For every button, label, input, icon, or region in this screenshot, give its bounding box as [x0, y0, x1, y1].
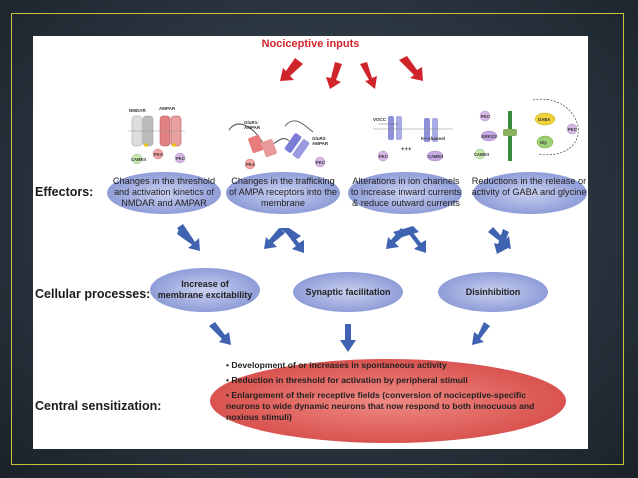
process-text-1: Increase of membrane excitability	[150, 279, 260, 301]
ion-channels-icon	[373, 116, 453, 162]
branch-arrow-2	[264, 228, 304, 253]
row-label-central: Central sensitization:	[35, 399, 162, 413]
central-bullet-3: • Enlargement of their receptive fields …	[226, 390, 535, 422]
central-sensitization-ellipse	[210, 359, 566, 443]
ampa-trafficking-icon	[228, 120, 326, 170]
row-label-cellular: Cellular processes:	[35, 287, 151, 301]
label-pka-1: PKA	[154, 152, 163, 157]
label-pkc-5: PKC	[568, 127, 577, 132]
diagram-graphics	[107, 56, 587, 443]
process-ellipse-2	[293, 272, 403, 312]
process-2-line1: Synaptic facilitation	[305, 287, 391, 297]
effector-2-line1: Changes in the trafficking	[231, 176, 335, 186]
down-arrow-1	[209, 322, 231, 345]
effector-text-1: Changes in the threshold and activation …	[107, 176, 221, 209]
label-kchannel: K+ channel	[421, 136, 446, 141]
effector-ellipse-4	[473, 172, 587, 214]
effector-ellipse-3	[348, 172, 462, 214]
label-pkc-4: PKC	[481, 114, 490, 119]
label-pkc-2: PKC	[316, 160, 325, 165]
process-text-2: Synaptic facilitation	[293, 287, 403, 298]
effector-text-4: Reductions in the release or activity of…	[470, 176, 588, 198]
effector-text-3: Alterations in ion channels to increase …	[347, 176, 465, 209]
process-ellipse-3	[438, 272, 548, 312]
label-vocc: VOCC	[373, 117, 387, 122]
diagram-title: Nociceptive inputs	[261, 38, 360, 50]
central-bullet-2: • Reduction in threshold for activation …	[226, 375, 468, 385]
row-label-effectors: Effectors:	[35, 185, 94, 199]
effector-text-2: Changes in the trafficking of AMPA recep…	[225, 176, 341, 209]
input-arrow-2	[326, 62, 342, 89]
effector-4-line2: activity of GABA and glycine	[471, 187, 587, 197]
diagram-slide: Nociceptive inputs NMDAR AMPAR CAMKII PK…	[33, 36, 588, 449]
effector-4-line1: Reductions in the release or	[471, 176, 587, 186]
effector-ellipse-2	[226, 172, 340, 214]
effector-2-line3: membrane	[261, 198, 305, 208]
label-nmdar: NMDAR	[129, 108, 146, 113]
down-arrow-3	[472, 322, 490, 345]
down-arrow-2	[340, 324, 356, 352]
nmdar-ampar-icon	[128, 115, 186, 165]
label-pkc-1: PKC	[176, 156, 185, 161]
label-camkii-3: CAMKII	[428, 154, 443, 159]
effector-1-line1: Changes in the threshold	[112, 176, 216, 186]
label-camkii-1: CAMKII	[131, 157, 146, 162]
effector-3-line2: to increase inward currents	[350, 187, 462, 197]
label-pkc-3: PKC	[379, 154, 388, 159]
process-1-line2: membrane excitability	[157, 290, 253, 300]
label-glur2: GluR2-AMPAR	[312, 136, 329, 146]
label-erk: ERK1/2	[482, 134, 497, 139]
label-plus: +++	[401, 147, 412, 153]
effector-3-line1: Alterations in ion channels	[352, 176, 460, 186]
process-1-line1: Increase of	[181, 279, 229, 289]
branch-arrow-4	[488, 227, 511, 254]
effector-1-line2: and activation kinetics of	[113, 187, 215, 197]
branch-arrow-1	[177, 224, 200, 251]
process-3-line1: Disinhibition	[465, 287, 521, 297]
process-text-3: Disinhibition	[438, 287, 548, 298]
process-ellipse-1	[150, 268, 260, 312]
label-camkii-4: CAMKII	[474, 152, 489, 157]
effector-ellipse-1	[107, 172, 221, 214]
central-sensitization-list: • Development of or increases in spontan…	[226, 360, 556, 427]
label-glur1: GluR1-AMPAR	[244, 120, 261, 130]
label-gaba: GABA	[538, 117, 551, 122]
effector-3-line3: & reduce outward currents	[352, 198, 460, 208]
input-arrow-1	[280, 58, 303, 81]
slide-frame	[11, 13, 624, 465]
label-gly: Gly	[540, 140, 547, 145]
effector-2-line2: of AMPA receptors into the	[228, 187, 338, 197]
label-pka-2: PKA	[246, 162, 255, 167]
input-arrow-3	[360, 62, 377, 89]
central-bullet-1: • Development of or increases in spontan…	[226, 360, 447, 370]
label-ampar: AMPAR	[159, 106, 176, 111]
effector-1-line3: NMDAR and AMPAR	[121, 198, 207, 208]
input-arrow-4	[399, 56, 423, 81]
gaba-glycine-icon	[474, 98, 579, 161]
branch-arrow-3	[386, 226, 426, 253]
